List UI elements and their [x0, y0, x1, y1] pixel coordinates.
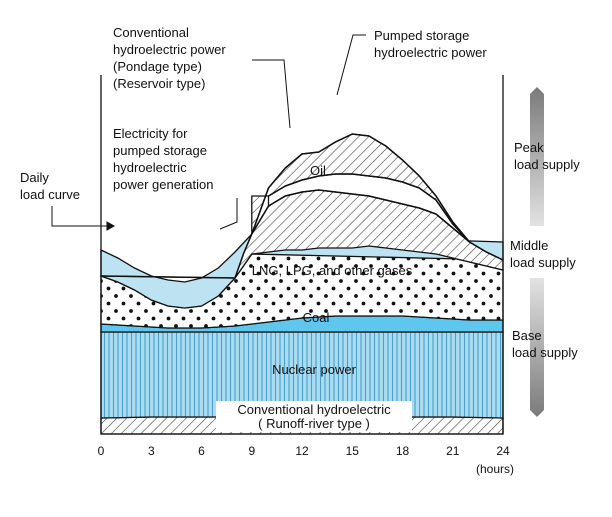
- x-tick-label: 0: [98, 444, 105, 458]
- leader-lines: [51, 34, 366, 231]
- supply-bars: [530, 87, 544, 417]
- x-ticks: 0 3 6 9 12 15 18 21 24: [98, 444, 510, 458]
- x-tick-label: 24: [496, 444, 510, 458]
- x-tick-label: 12: [295, 444, 309, 458]
- leader-daily-arrow: [106, 221, 116, 231]
- label-lng: LNG, LPG, and other gases: [252, 263, 413, 278]
- base-bar: [530, 278, 544, 417]
- label-oil: Oil: [310, 163, 326, 178]
- x-tick-label: 3: [148, 444, 155, 458]
- daily-load-curve: [251, 133, 471, 243]
- runoff-label-box: [216, 401, 412, 432]
- leader-daily: [51, 206, 107, 227]
- leader-pumped: [336, 34, 366, 96]
- x-tick-label: 6: [198, 444, 205, 458]
- label-coal: Coal: [303, 310, 330, 325]
- x-tick-label: 18: [396, 444, 410, 458]
- x-tick-label: 15: [346, 444, 360, 458]
- label-nuclear: Nuclear power: [272, 362, 356, 377]
- label-runoff-line2: ( Runoff-river type ): [258, 416, 370, 431]
- pondage-top-line: [268, 173, 471, 243]
- x-axis-unit: (hours): [476, 462, 514, 476]
- peak-bar: [530, 87, 544, 226]
- x-tick-label: 21: [446, 444, 460, 458]
- label-runoff-line1: Conventional hydroelectric: [237, 402, 391, 417]
- leader-pumping: [219, 198, 238, 230]
- x-tick-label: 9: [248, 444, 255, 458]
- leader-pondage: [252, 59, 291, 129]
- oil-top-line: [100, 189, 504, 279]
